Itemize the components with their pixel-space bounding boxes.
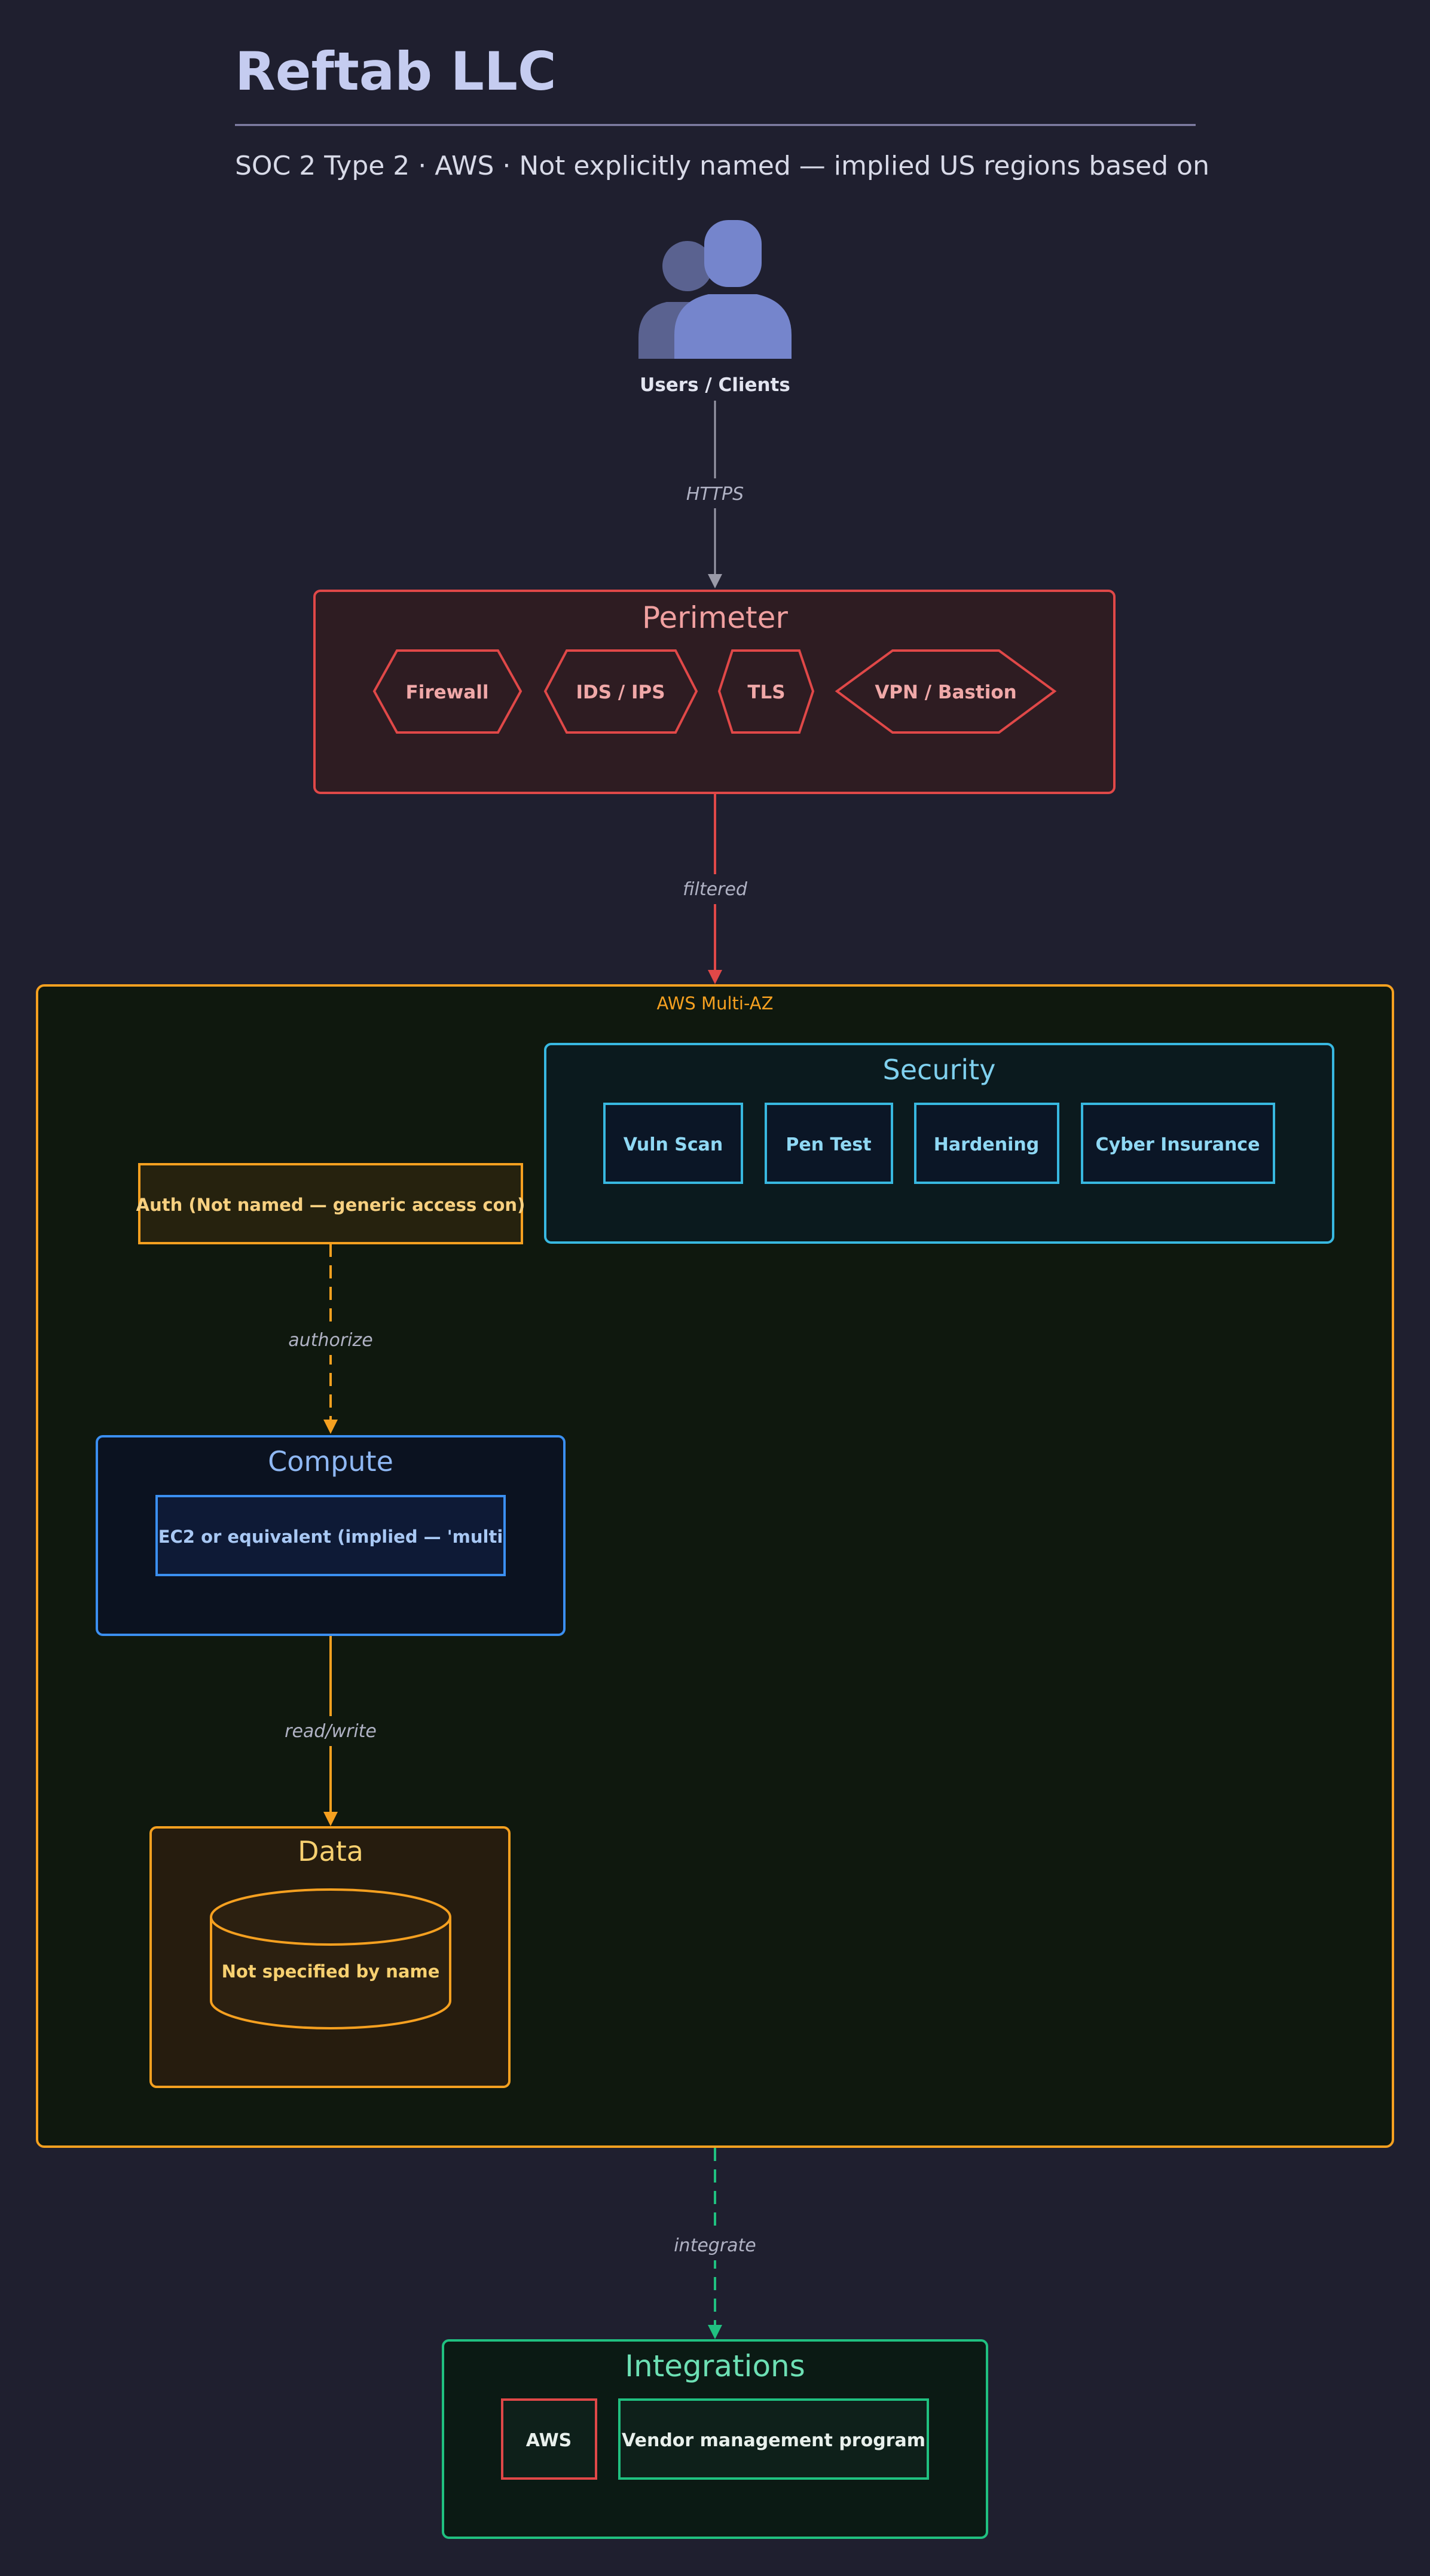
data-title: Data (298, 1835, 363, 1867)
page-title: Reftab LLC (235, 41, 557, 102)
edge-filtered-label-bg (676, 874, 754, 904)
compute-title: Compute (268, 1445, 393, 1478)
auth-node: Auth (Not named — generic access con) (136, 1163, 525, 1244)
aws-region-label: AWS Multi-AZ (657, 993, 774, 1014)
integrations-title: Integrations (625, 2349, 805, 2383)
perimeter-item-tls: TLS (717, 649, 815, 734)
security-title: Security (883, 1054, 996, 1086)
security-item-pen-test: Pen Test (765, 1103, 893, 1184)
edge-authorize-label: authorize (288, 1330, 372, 1351)
svg-text:TLS: TLS (747, 682, 785, 703)
svg-text:Auth (Not named — generic acce: Auth (Not named — generic access con) (136, 1195, 525, 1215)
edge-read-write-label: read/write (285, 1721, 377, 1742)
svg-text:IDS / IPS: IDS / IPS (576, 682, 665, 703)
perimeter-item-vpn-bastion: VPN / Bastion (835, 649, 1057, 734)
edge-read-write-label-bg (282, 1716, 379, 1746)
data-store-label: Not specified by name (222, 1961, 440, 1982)
security-item-hardening: Hardening (914, 1103, 1059, 1184)
edge-https-label-bg (682, 478, 748, 508)
perimeter-group (313, 590, 1116, 794)
perimeter-item-ids-ips: IDS / IPS (543, 649, 698, 734)
perimeter-title: Perimeter (642, 600, 788, 635)
users-label: Users / Clients (640, 374, 790, 396)
svg-text:EC2 or equivalent (implied — ': EC2 or equivalent (implied — 'multi (158, 1527, 503, 1547)
edge-integrate-label-bg (668, 2230, 762, 2260)
page-subtitle: SOC 2 Type 2 · AWS · Not explicitly name… (235, 151, 1209, 181)
edge-https-label: HTTPS (686, 484, 744, 505)
integration-item-vendor-management: Vendor management program (618, 2398, 929, 2480)
security-item-cyber-insurance: Cyber Insurance (1081, 1103, 1275, 1184)
users-icon (638, 220, 792, 359)
security-item-vuln-scan: Vuln Scan (603, 1103, 743, 1184)
svg-text:Hardening: Hardening (934, 1134, 1039, 1155)
compute-node-ec2: EC2 or equivalent (implied — 'multi (155, 1495, 506, 1576)
svg-text:Vuln Scan: Vuln Scan (624, 1134, 723, 1155)
svg-text:Firewall: Firewall (406, 682, 489, 703)
database-icon (210, 1888, 451, 2029)
svg-text:Cyber Insurance: Cyber Insurance (1096, 1134, 1260, 1155)
integration-item-aws: AWS (501, 2398, 597, 2480)
svg-text:Vendor management program: Vendor management program (622, 2430, 925, 2451)
edge-authorize-label-bg (286, 1325, 375, 1355)
edge-filtered-label: filtered (683, 879, 748, 900)
svg-text:AWS: AWS (526, 2430, 572, 2451)
svg-text:VPN / Bastion: VPN / Bastion (875, 682, 1016, 703)
edge-integrate-label: integrate (674, 2235, 756, 2256)
perimeter-item-firewall: Firewall (372, 649, 522, 734)
svg-text:Pen Test: Pen Test (786, 1134, 871, 1155)
